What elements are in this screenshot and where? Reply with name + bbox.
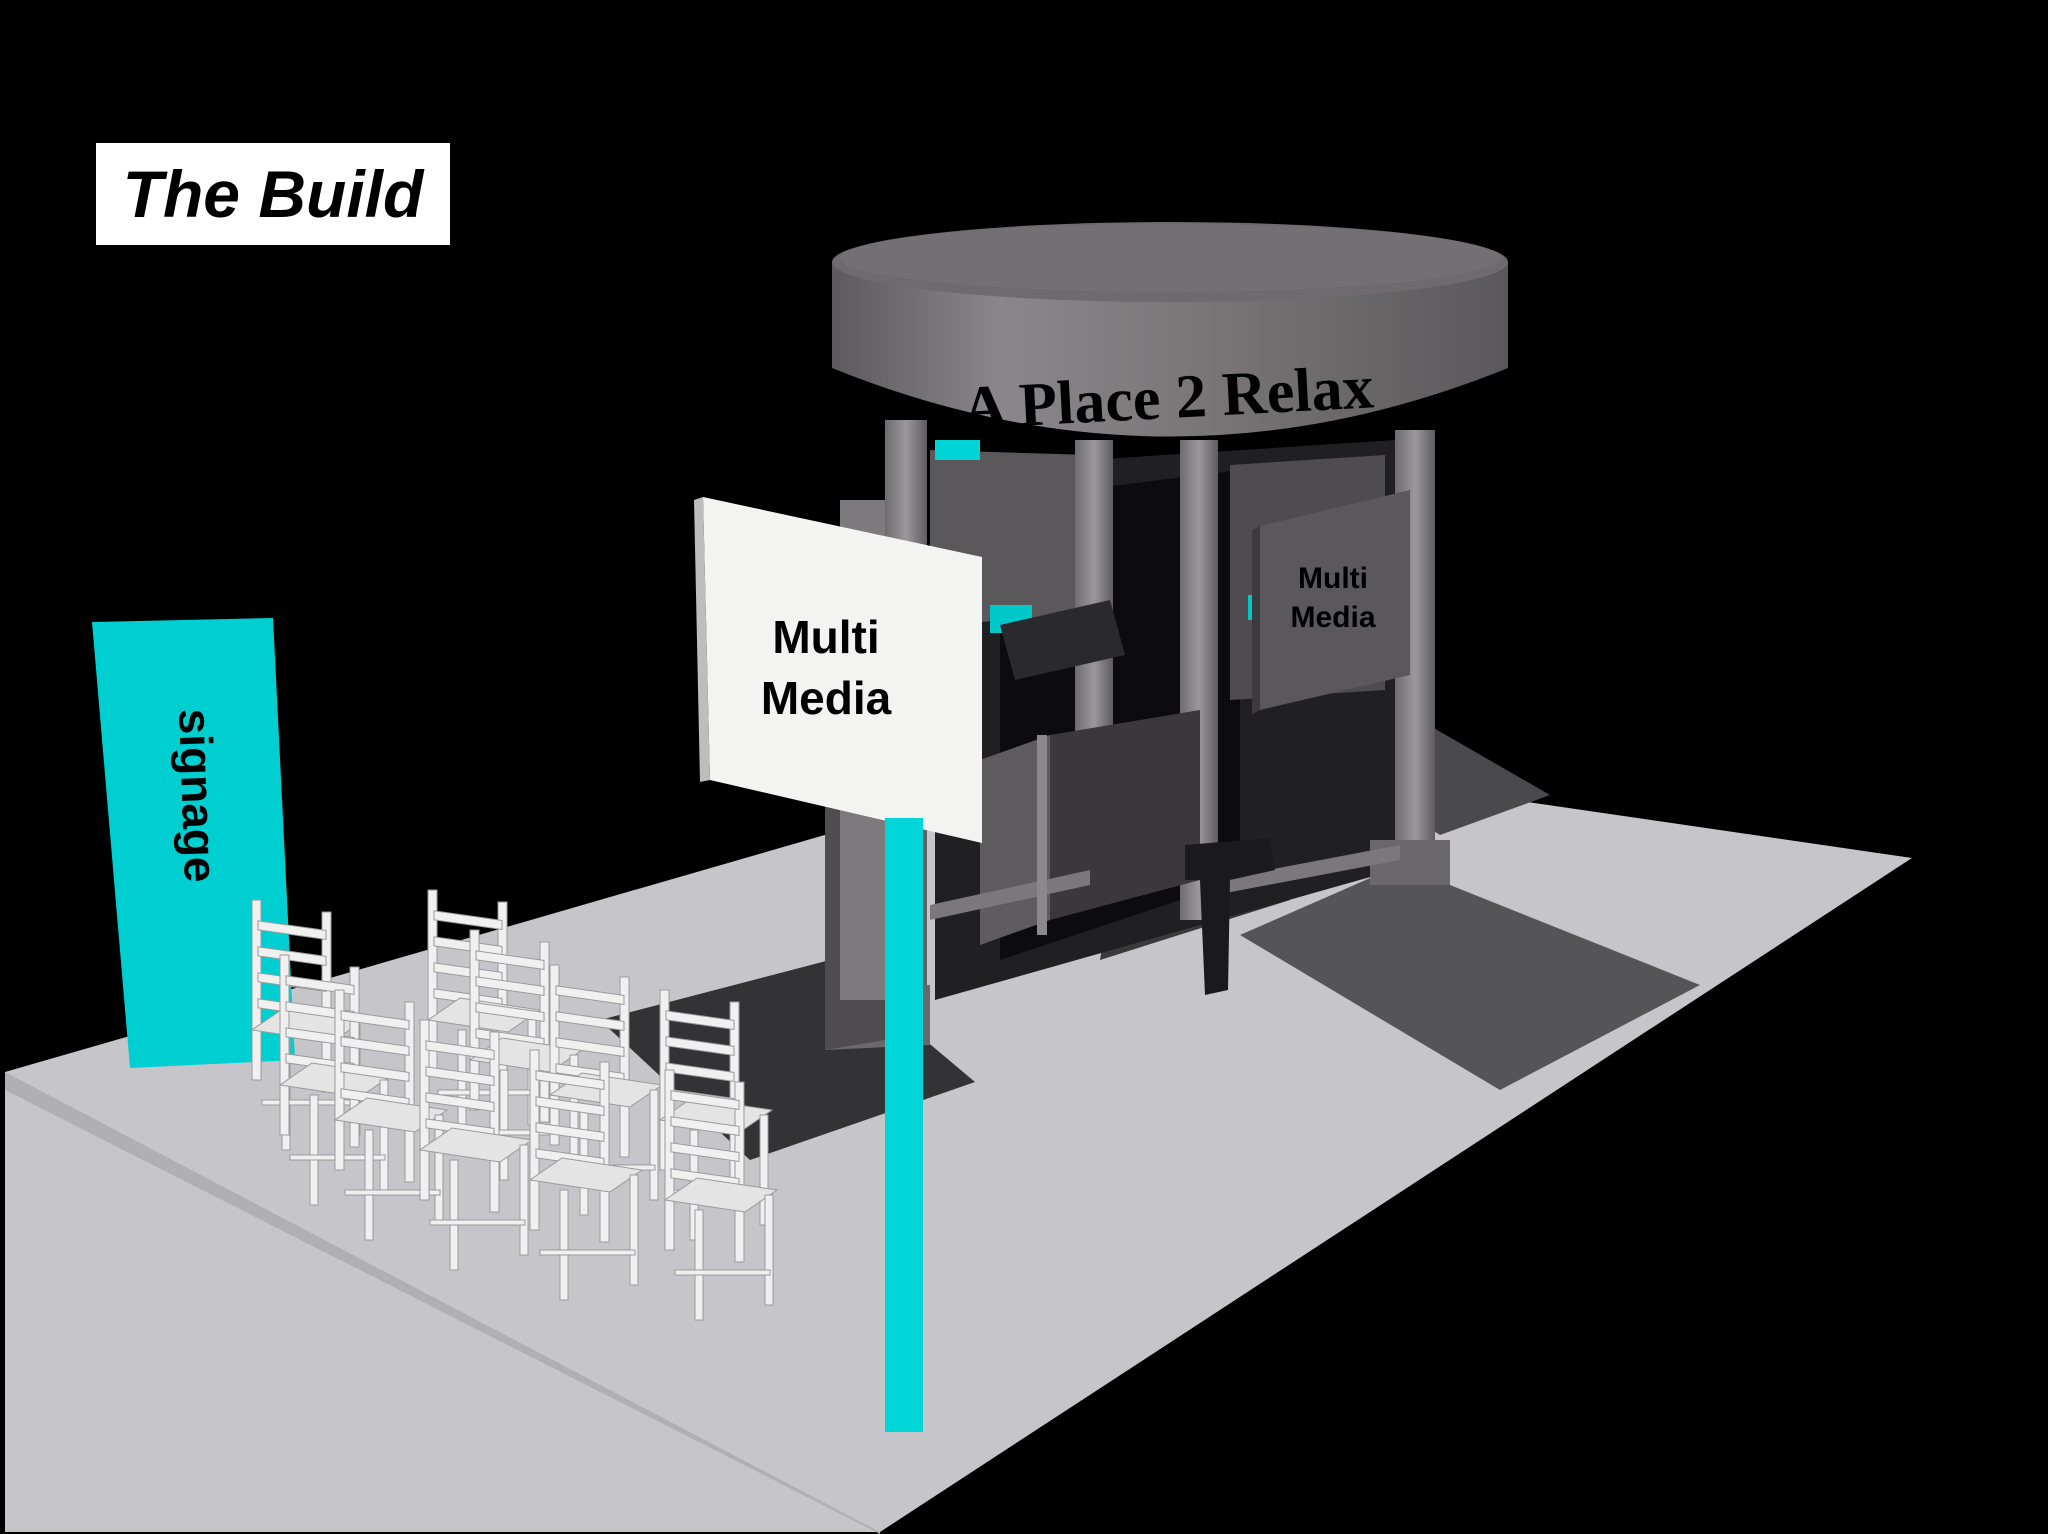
multimedia-back-line2: Media [1290,601,1375,634]
multimedia-panel-back [1252,490,1410,714]
floor [5,700,1912,1534]
signage-banner [92,618,295,1068]
multimedia-back-line1: Multi [1298,562,1368,595]
cyan-pole [885,818,923,1432]
slide-title-box: The Build [96,143,450,245]
multimedia-front-line1: Multi [772,611,879,663]
chair [663,1069,779,1321]
chair [528,1049,644,1301]
chair [333,989,449,1241]
signage-label: signage [169,708,227,884]
multimedia-panel-front [694,497,982,843]
chairs [250,889,779,1321]
multimedia-front-line2: Media [761,672,892,724]
canopy [832,222,1508,437]
slide-title: The Build [122,157,424,231]
chair [418,1019,534,1271]
